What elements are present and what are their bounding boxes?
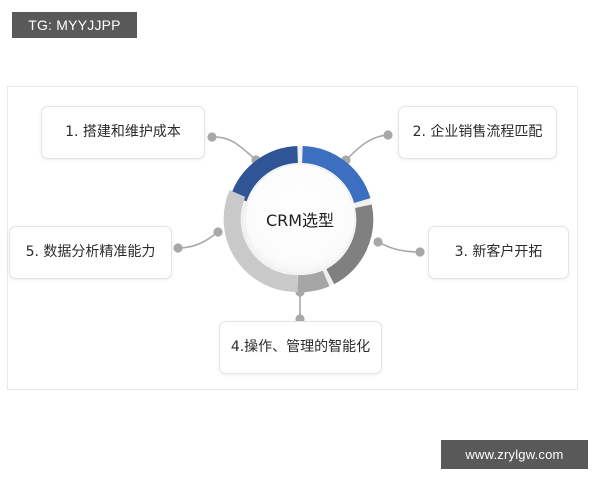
diagram-item-label-4: 4.操作、管理的智能化 — [230, 339, 371, 356]
watermark-top-left: TG: MYYJJPP — [12, 12, 137, 38]
donut-center-label: CRM选型 — [265, 211, 335, 230]
diagram-item-card-1[interactable]: 1. 搭建和维护成本 — [41, 106, 205, 159]
diagram-item-label-1: 1. 搭建和维护成本 — [65, 124, 181, 141]
diagram-item-card-2[interactable]: 2. 企业销售流程匹配 — [398, 106, 557, 159]
diagram-item-label-3: 3. 新客户开拓 — [454, 244, 543, 261]
diagram-item-label-2: 2. 企业销售流程匹配 — [412, 124, 543, 141]
diagram-item-card-5[interactable]: 5. 数据分析精准能力 — [9, 226, 172, 279]
diagram-item-card-4[interactable]: 4.操作、管理的智能化 — [219, 321, 382, 374]
watermark-bottom-right: www.zrylgw.com — [441, 440, 588, 469]
diagram-item-label-5: 5. 数据分析精准能力 — [25, 244, 156, 261]
diagram-item-card-3[interactable]: 3. 新客户开拓 — [428, 226, 569, 279]
